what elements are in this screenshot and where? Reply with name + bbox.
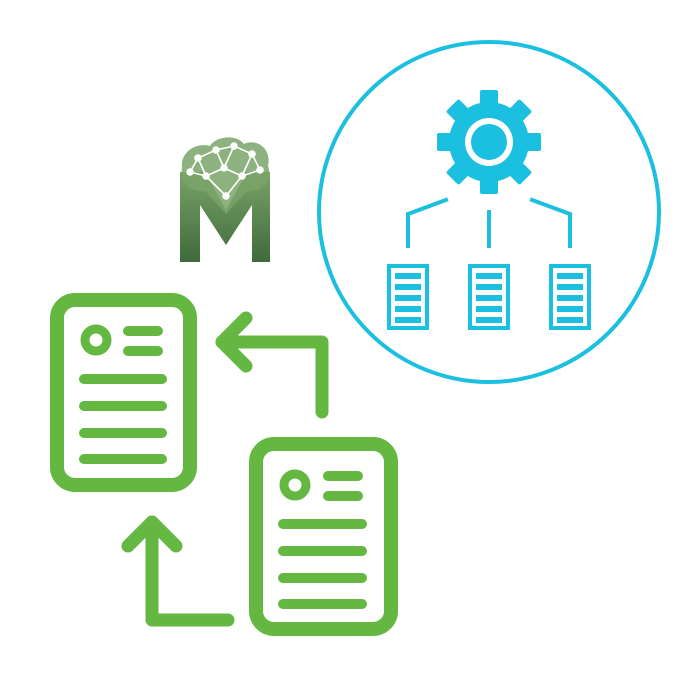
gear-icon <box>437 90 541 194</box>
avatar-circle <box>80 324 112 356</box>
outer-circle <box>317 40 661 384</box>
gear-hierarchy-icon <box>317 40 661 384</box>
document-icon-b <box>249 437 398 636</box>
hierarchy-connectors <box>406 197 572 248</box>
brain-network-m-logo <box>180 137 270 262</box>
server-stack-middle <box>468 264 510 330</box>
brain-outline <box>181 137 270 214</box>
server-stack-left <box>387 264 429 330</box>
server-stack-right <box>549 264 591 330</box>
arrow-up-icon <box>121 515 235 627</box>
arrow-left-icon <box>215 311 329 419</box>
network-nodes <box>186 142 264 200</box>
document-frame <box>249 437 398 636</box>
avatar-circle <box>279 469 311 501</box>
document-frame <box>50 293 197 492</box>
m-letter-shape <box>180 172 270 262</box>
document-icon-a <box>50 293 197 492</box>
